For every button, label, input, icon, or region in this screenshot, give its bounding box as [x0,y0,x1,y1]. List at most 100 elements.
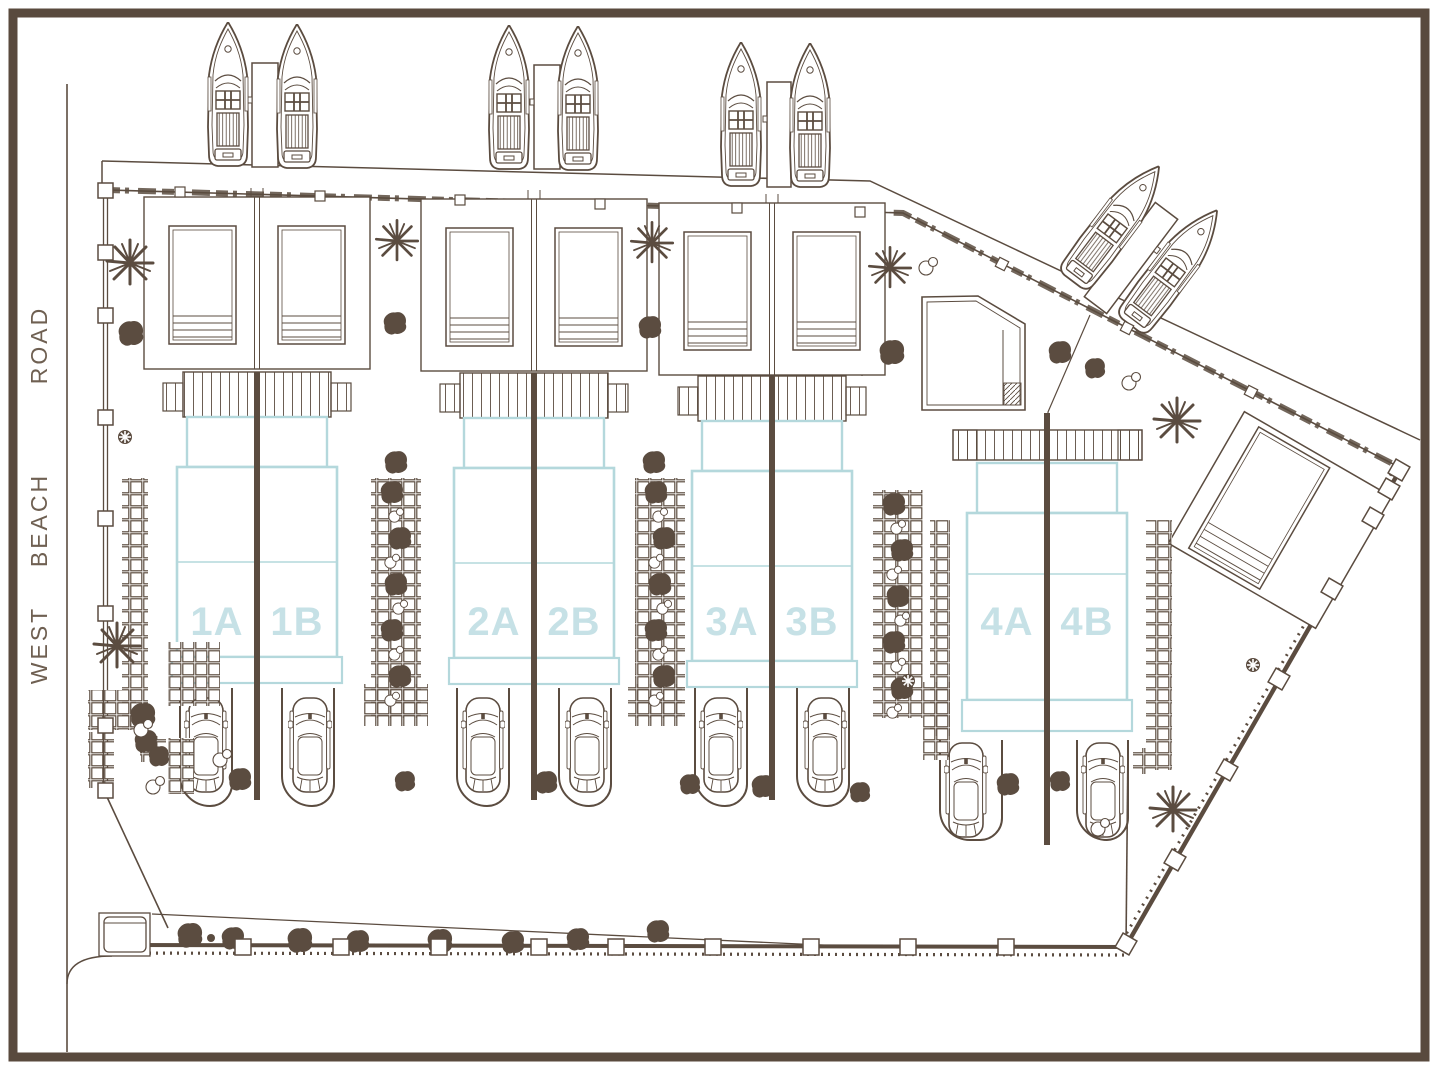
fence-post [1267,667,1291,691]
palm-tree [374,218,420,262]
driveway-bay [281,688,335,808]
road-label-west: WEST [26,605,52,685]
driveway-bay [939,740,1003,841]
stepping-stones [168,642,220,706]
unit-label-2b: 2B [547,600,601,644]
gap-bush [882,493,906,516]
fence-post [1320,577,1344,601]
bush [148,746,170,767]
bush [383,312,407,335]
clubhouse-pavilion [921,295,1026,411]
gap-bush [380,481,404,504]
seawall-cleat [994,256,1010,272]
boats-and-docks [207,22,1235,339]
bush [1084,358,1106,379]
gap-bush [380,619,404,642]
gap-bush [644,619,668,642]
driveway-bay [796,688,850,808]
fence-post [97,510,114,527]
palm-tree [629,220,675,264]
unit-label-1b: 1B [270,600,324,644]
bush [394,771,416,792]
unit-1 [143,188,371,808]
fence-post [97,409,114,426]
seawall-cleat [454,194,466,206]
car [803,697,847,793]
road-label-beach: BEACH [26,472,52,568]
fence-post [997,938,1015,956]
fence-post [1114,932,1138,956]
seawall-cleat [1243,384,1259,400]
stepping-stones [122,478,148,728]
party-wall [1044,413,1050,845]
private-pool [792,231,861,351]
gap-bush [644,481,668,504]
seawall-cleat [854,206,866,218]
dock-edge-line [101,160,1421,441]
bush [679,774,701,795]
bush [646,920,670,943]
bush [751,775,775,798]
private-pool [445,227,514,347]
palm-tree [1148,785,1198,833]
seawall-riprap [107,187,1401,470]
boat [207,22,249,167]
unit-label-3b: 3B [785,600,839,644]
fence-post [97,605,114,622]
bush [118,321,144,346]
bush [1048,341,1072,364]
palm-tree [867,245,913,289]
stepping-stones [1133,748,1146,774]
gap-bush [652,527,676,550]
waterfront [101,160,1421,470]
gap-bush [388,665,412,688]
bush [384,451,408,474]
car [944,742,988,838]
unit-label-2a: 2A [467,600,521,644]
bush [566,928,590,951]
bush [177,923,203,948]
gap-bush [886,585,910,608]
bush [879,340,905,365]
fence-posts [97,182,1411,956]
fence-post [899,938,917,956]
stepping-stones [88,732,114,788]
car [288,697,332,793]
private-pool [277,225,346,345]
unit-label-3a: 3A [705,600,759,644]
fence-post [97,244,114,261]
light-bush [145,775,166,795]
fence-post [97,782,114,799]
bush [1049,771,1071,792]
shrub-dot [207,934,215,942]
boat [720,42,762,187]
bush [228,768,252,791]
fence-post [97,182,114,199]
boat [789,43,831,188]
car [461,697,505,793]
bush [638,316,662,339]
unit-label-4b: 4B [1060,600,1114,644]
entry-drive-line [106,796,169,929]
fence-post [234,938,252,956]
bottom-planting-strip-edge [151,913,844,947]
stepping-stones [1146,520,1172,770]
light-bush [1121,371,1142,391]
fence-post [1361,506,1385,530]
unit-2 [420,190,648,808]
unit-label-4a: 4A [980,600,1034,644]
private-pool [554,227,623,347]
driveway-bay [1076,740,1129,841]
bush [849,782,871,803]
bush [996,773,1020,796]
seawall-cleat [174,186,186,198]
fence-post [607,938,625,956]
fence-post [97,717,114,734]
gatehouse [98,912,151,957]
light-bush [918,256,939,276]
vegetation [92,218,1261,954]
private-pool [168,225,237,345]
dock-finger [247,62,283,168]
